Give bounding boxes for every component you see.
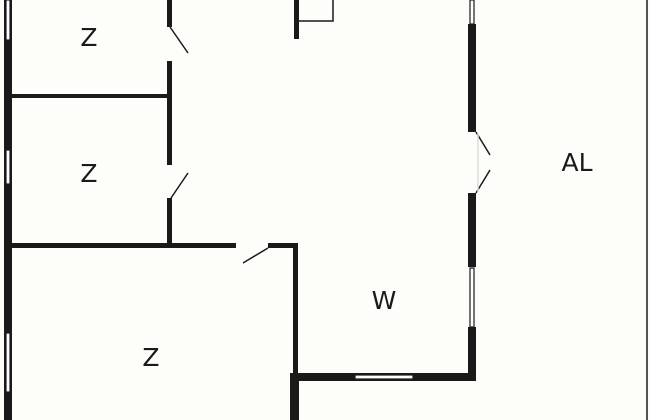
room-label: Z (142, 343, 159, 372)
window (469, 0, 475, 25)
window (354, 374, 414, 380)
outer-wall-right (468, 24, 476, 132)
partition-wall (294, 0, 299, 39)
window (469, 267, 475, 328)
window (5, 149, 11, 185)
partition-wall (293, 243, 298, 378)
outer-wall-left (4, 0, 12, 420)
door-swing (170, 172, 189, 199)
partition-wall (167, 61, 172, 165)
outer-wall-right (468, 327, 476, 381)
room-label: W (372, 286, 397, 315)
room-label: Z (80, 159, 97, 188)
partition-wall (167, 198, 172, 248)
window (5, 0, 11, 41)
outer-wall-right (468, 193, 476, 267)
room-label: Z (80, 23, 97, 52)
window (5, 332, 11, 393)
room-label: AL (561, 148, 592, 177)
partition-wall (11, 243, 236, 248)
door-swing (242, 247, 269, 264)
door-swing (169, 26, 189, 54)
outer-wall-bottom (290, 373, 299, 420)
partition-wall (167, 0, 172, 27)
partition-wall (11, 94, 170, 98)
fixture-outline (299, 0, 334, 22)
partition-wall (268, 243, 297, 248)
